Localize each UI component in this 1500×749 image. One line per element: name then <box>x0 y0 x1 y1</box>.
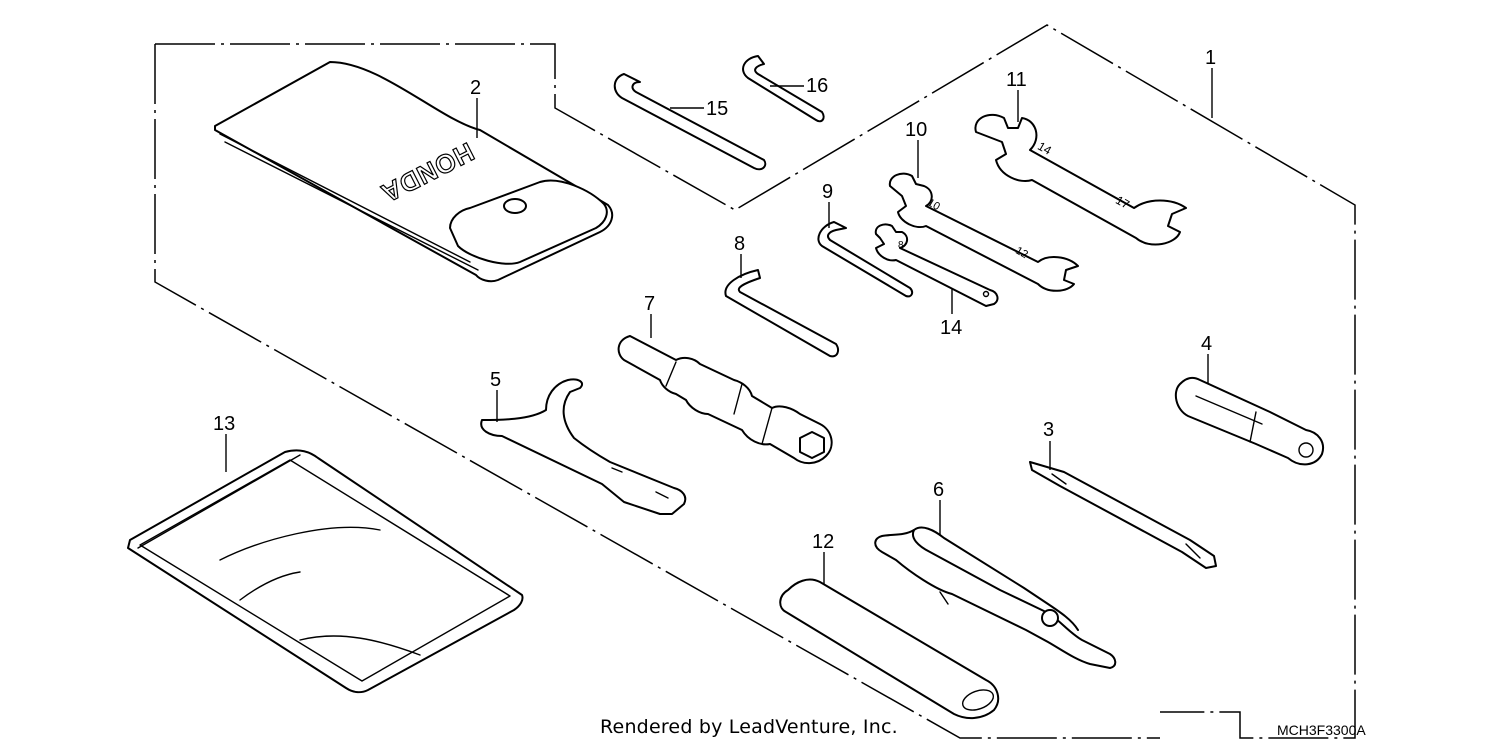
callout-numbers: 1 2 3 4 5 6 7 8 9 10 11 12 13 14 15 16 <box>213 47 1216 553</box>
callout-10: 10 <box>905 119 927 141</box>
diagram-code: MCH3F3300A <box>1277 722 1366 738</box>
callout-11: 11 <box>1006 69 1027 91</box>
plastic-bag <box>127 449 524 694</box>
callout-9: 9 <box>822 181 833 203</box>
leader-lines <box>225 68 1213 584</box>
box-wrench <box>617 335 833 464</box>
callout-2: 2 <box>470 77 481 99</box>
callout-5: 5 <box>490 369 501 391</box>
callout-13: 13 <box>213 413 235 435</box>
wrench-8mm: 8 <box>874 223 999 307</box>
callout-6: 6 <box>933 479 944 501</box>
callout-15: 15 <box>706 98 728 120</box>
callout-4: 4 <box>1201 333 1212 355</box>
callout-7: 7 <box>644 293 655 315</box>
hex-key-8 <box>724 269 839 358</box>
wrench-14x17: 14 17 <box>974 113 1187 246</box>
hex-key-short <box>742 55 825 123</box>
hex-key-9 <box>817 221 914 298</box>
callout-8: 8 <box>734 233 745 255</box>
wrench-10x12: 10 12 <box>888 172 1079 292</box>
wrench-14-mark: 8 <box>898 240 904 251</box>
screwdriver-handle <box>1174 376 1324 466</box>
wrench-11-mark-b: 17 <box>1113 193 1132 212</box>
wrench-10-mark-a: 10 <box>925 197 942 214</box>
callout-16: 16 <box>806 75 828 97</box>
callout-3: 3 <box>1043 419 1054 441</box>
callout-12: 12 <box>812 531 834 553</box>
tool-set-outline <box>155 24 1356 739</box>
callout-14: 14 <box>940 317 962 339</box>
tool-bag: HONDA <box>214 61 614 283</box>
wrench-11-mark-a: 14 <box>1035 139 1054 158</box>
pin-spanner <box>480 378 687 515</box>
hex-key-long <box>613 73 767 171</box>
pouch-outline <box>154 44 1160 739</box>
render-credit: Rendered by LeadVenture, Inc. <box>600 716 898 738</box>
wrench-10-mark-b: 12 <box>1013 245 1030 262</box>
pliers <box>874 526 1117 669</box>
screwdriver-shaft <box>1029 461 1217 569</box>
grip-sleeve <box>779 578 1000 720</box>
callout-1: 1 <box>1205 47 1216 69</box>
group-outline <box>154 24 1356 739</box>
